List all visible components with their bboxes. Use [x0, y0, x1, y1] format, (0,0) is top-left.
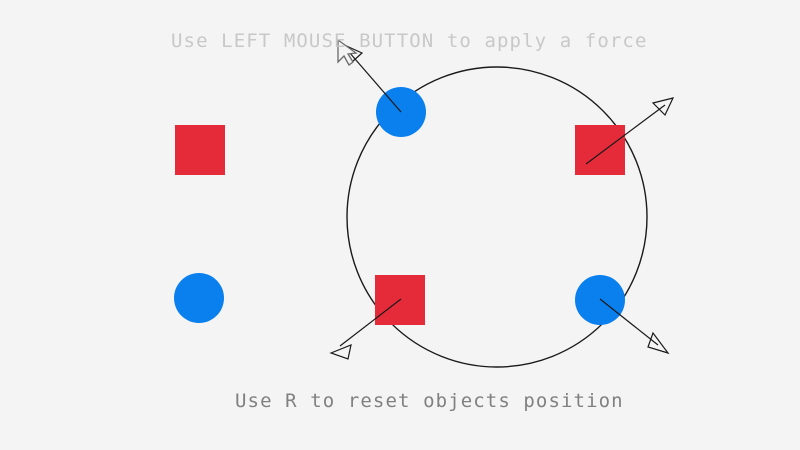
force-vector-square-bottom [329, 298, 402, 360]
body-square-left[interactable] [175, 125, 225, 175]
body-circle-bottom-right[interactable] [575, 275, 625, 325]
body-square-right[interactable] [575, 125, 625, 175]
hint-apply-force: Use LEFT MOUSE BUTTON to apply a force [171, 30, 648, 52]
force-vector-square-right [585, 97, 675, 165]
boundary-circle [346, 66, 648, 368]
force-vector-circle-bottom-right [599, 298, 670, 355]
force-vector-circle-top [340, 42, 402, 113]
body-circle-left[interactable] [174, 273, 224, 323]
hint-reset-objects: Use R to reset objects position [235, 390, 624, 412]
